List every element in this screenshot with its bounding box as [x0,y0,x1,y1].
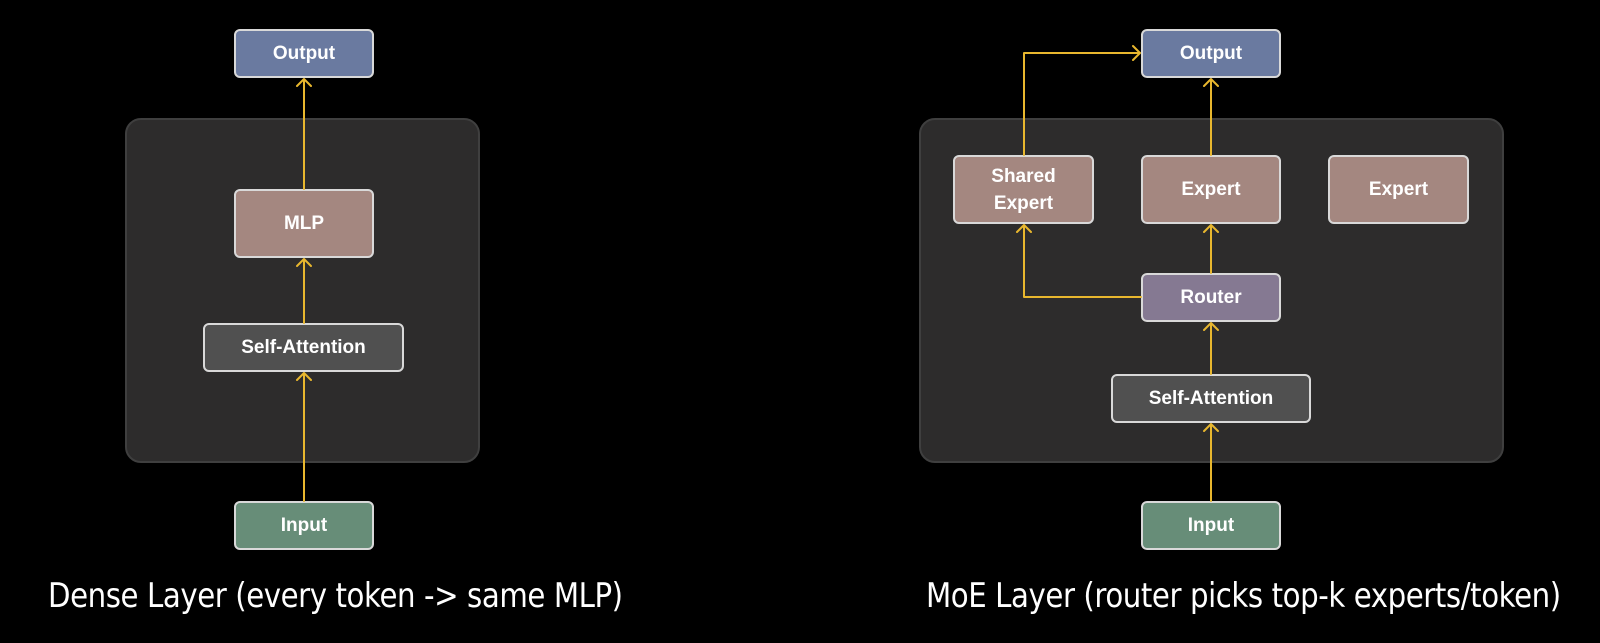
arrow-router-to-expert [1203,224,1219,274]
moe-self-attention-label: Self-Attention [1148,388,1274,409]
router-label: Router [1180,287,1242,308]
dense-layer-container [125,118,480,463]
arrow-dense-attention-to-mlp [296,258,312,324]
dense-self-attention-node: Self-Attention [203,323,404,372]
moe-output-label: Output [1179,43,1243,64]
expert-node-1: Expert [1141,155,1281,224]
expert-node-2: Expert [1328,155,1469,224]
arrow-moe-input-to-attention [1203,423,1219,502]
arrow-dense-mlp-to-output [296,78,312,190]
dense-input-label: Input [280,515,328,536]
arrow-expert-to-output [1203,78,1219,156]
moe-caption: MoE Layer (router picks top-k experts/to… [926,576,1561,616]
moe-input-node: Input [1141,501,1281,550]
arrow-router-to-shared-expert [1016,224,1142,298]
expert-1-label: Expert [1181,179,1241,200]
expert-2-label: Expert [1368,179,1429,200]
dense-caption: Dense Layer (every token -> same MLP) [48,576,623,616]
arrow-shared-expert-to-output [1023,45,1141,156]
dense-mlp-label: MLP [283,213,325,234]
arrow-moe-attention-to-router [1203,322,1219,375]
dense-output-label: Output [272,43,336,64]
moe-input-label: Input [1187,515,1235,536]
dense-self-attention-label: Self-Attention [241,337,366,358]
moe-self-attention-node: Self-Attention [1111,374,1311,423]
dense-input-node: Input [234,501,374,550]
shared-expert-node: Shared Expert [953,155,1094,224]
router-node: Router [1141,273,1281,322]
dense-output-node: Output [234,29,374,78]
moe-output-node: Output [1141,29,1281,78]
arrow-dense-input-to-attention [296,372,312,502]
shared-expert-label: Shared Expert [991,165,1056,214]
